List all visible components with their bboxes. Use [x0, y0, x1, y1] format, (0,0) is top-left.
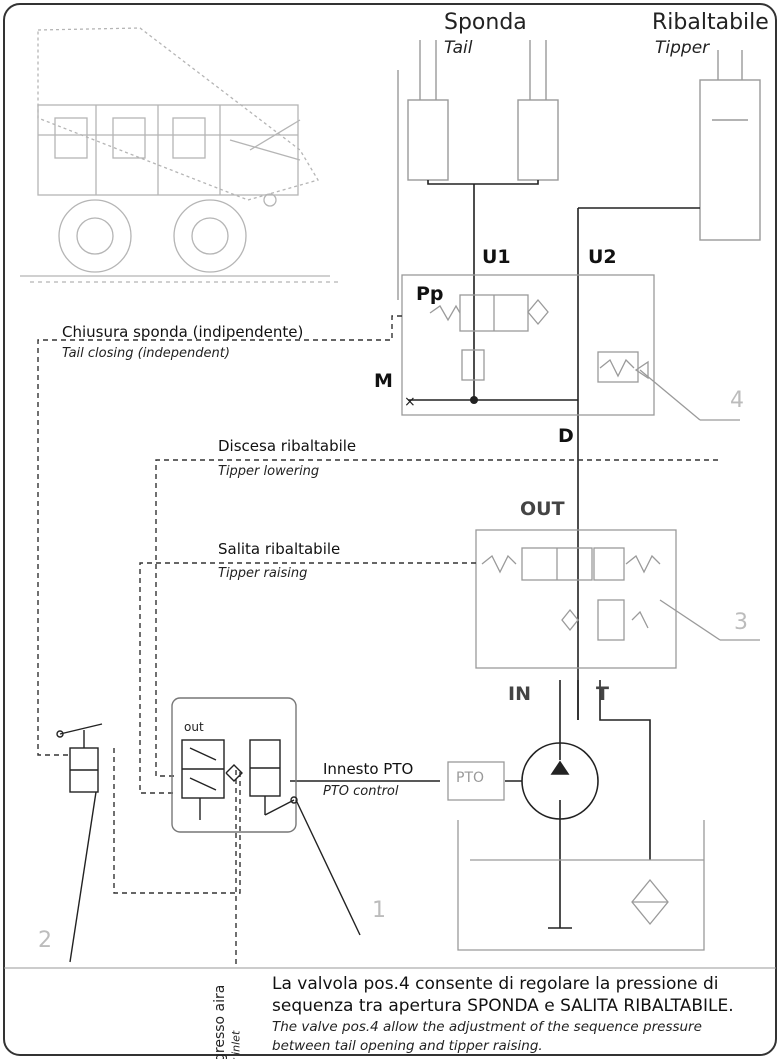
sequence-valve-block: [401, 274, 740, 421]
port-m: M: [374, 370, 393, 392]
outer-frame: [3, 3, 777, 1056]
port-in: IN: [508, 683, 531, 705]
caption-italian-line1: La valvola pos.4 consente di regolare la…: [272, 974, 719, 994]
air-inlet-label: Ingresso aira: [212, 984, 228, 1059]
distributor-block: [475, 529, 760, 669]
position-number-4: 4: [730, 388, 744, 413]
junction-dot: [470, 396, 478, 404]
tipper-heading-en: Tipper: [655, 38, 710, 58]
pump-group: [521, 742, 599, 820]
pneumatic-lines: [37, 315, 718, 968]
tipper-heading: Ribaltabile: [652, 10, 769, 35]
position-number-1: 1: [372, 898, 386, 923]
tail-heading-en: Tail: [444, 38, 473, 58]
tipper-raising-label: Salita ribaltabile: [218, 540, 341, 558]
tipper-lowering-label: Discesa ribaltabile: [218, 437, 357, 455]
port-d: D: [558, 425, 574, 447]
port-u2: U2: [588, 246, 617, 268]
out-small-label: out: [184, 720, 204, 734]
tipper-cylinder: [699, 50, 761, 241]
pto-box-shape: [447, 761, 505, 801]
pto-control-label: Innesto PTO: [323, 760, 414, 778]
air-inlet-label-en: Air inlet: [229, 1030, 243, 1059]
tipper-lowering-label-en: Tipper lowering: [218, 464, 320, 479]
pto-box-label: PTO: [456, 770, 485, 786]
pto-control-label-en: PTO control: [323, 784, 399, 799]
port-u1: U1: [482, 246, 511, 268]
tail-cylinders: [397, 40, 559, 300]
tank-group: [457, 820, 705, 951]
hydraulic-lines: [290, 180, 700, 929]
position-number-3: 3: [734, 610, 748, 635]
port-t: T: [596, 683, 609, 705]
air-valve-group: [171, 697, 361, 936]
tail-closing-valve: [56, 723, 103, 963]
tipper-truck-sketch: [20, 27, 340, 283]
port-pp: Pp: [416, 283, 444, 305]
m-cross: ×: [404, 394, 416, 410]
caption-italian-line2: sequenza tra apertura SPONDA e SALITA RI…: [272, 996, 734, 1016]
tail-heading: Sponda: [444, 10, 527, 35]
caption-english-line2: between tail opening and tipper raising.: [272, 1038, 543, 1054]
tipper-raising-label-en: Tipper raising: [218, 566, 308, 581]
tail-closing-label: Chiusura sponda (indipendente): [62, 323, 304, 341]
port-out: OUT: [520, 498, 565, 520]
position-number-2: 2: [38, 928, 52, 953]
caption-english-line1: The valve pos.4 allow the adjustment of …: [272, 1019, 702, 1035]
tail-closing-label-en: Tail closing (independent): [62, 346, 230, 361]
